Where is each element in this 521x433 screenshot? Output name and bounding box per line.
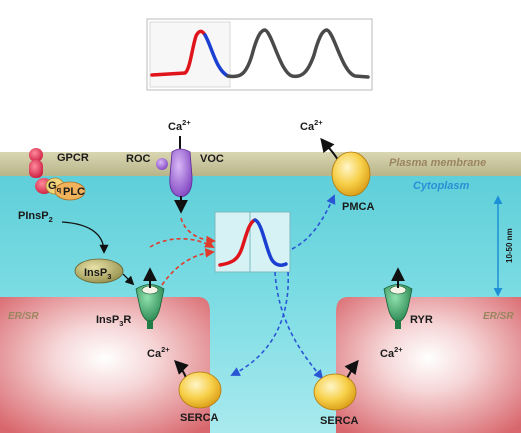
pump-icon bbox=[313, 373, 357, 411]
serca-right-uptake-arrow bbox=[274, 271, 324, 380]
ca-top-sup: 2+ bbox=[182, 118, 191, 127]
pmca-ca-exit-arrow bbox=[320, 137, 339, 161]
ca-top-label: Ca2+ bbox=[168, 118, 191, 133]
voc-label: VOC bbox=[200, 153, 224, 165]
ca-right-er-main: Ca bbox=[380, 348, 395, 360]
ca-right-sup: 2+ bbox=[314, 118, 323, 127]
insp3r-channel bbox=[135, 284, 165, 329]
ca-left-er-label: Ca2+ bbox=[147, 345, 170, 360]
insp3-label: InsP3 bbox=[84, 267, 111, 281]
gpcr-label: GPCR bbox=[57, 152, 89, 164]
plasma-membrane-label: Plasma membrane bbox=[389, 157, 486, 169]
pump-icon bbox=[331, 151, 371, 197]
pmca-efflux-arrow bbox=[291, 194, 336, 250]
er-release-flux-bottom bbox=[161, 248, 215, 286]
plasma-membrane-band bbox=[0, 152, 521, 176]
pmca-label: PMCA bbox=[342, 201, 374, 213]
microdomain-transient-panel bbox=[214, 211, 291, 273]
channel-stem bbox=[395, 320, 401, 329]
ca-top-main: Ca bbox=[168, 121, 183, 133]
cytoplasm-label: Cytoplasm bbox=[413, 180, 469, 192]
channel-icon bbox=[169, 148, 193, 198]
microdomain-rise bbox=[218, 218, 257, 267]
ryr-label: RYR bbox=[410, 314, 433, 326]
gq-label-main: G bbox=[48, 180, 57, 192]
er-sr-left-label: ER/SR bbox=[8, 311, 39, 322]
receptor-icon bbox=[29, 148, 43, 162]
gq-label: Gq bbox=[48, 180, 62, 194]
er-release-flux-top bbox=[149, 238, 215, 248]
oscillation-trace bbox=[226, 28, 370, 79]
pinsp2-to-insp3-arrow bbox=[61, 221, 109, 254]
gpcr-complex bbox=[29, 148, 86, 201]
ca-right-main: Ca bbox=[300, 121, 315, 133]
ca-right-er-sup: 2+ bbox=[394, 345, 403, 354]
gpcr-body bbox=[29, 160, 43, 178]
transient-fall-trace bbox=[203, 33, 230, 78]
distance-label: 10-50 nm bbox=[505, 228, 514, 263]
pinsp2-sub: 2 bbox=[49, 215, 53, 224]
insp3r-label: InsP3R bbox=[96, 314, 131, 328]
pinsp2-main: PInsP bbox=[18, 210, 49, 222]
gq-label-sub: q bbox=[57, 185, 62, 194]
insp3-sub: 3 bbox=[107, 272, 111, 281]
channel-stem bbox=[147, 320, 153, 329]
ca-right-label: Ca2+ bbox=[300, 118, 323, 133]
calcium-oscillation-panel bbox=[146, 18, 373, 91]
ca-right-er-label: Ca2+ bbox=[380, 345, 403, 360]
er-sr-right-label: ER/SR bbox=[483, 311, 514, 322]
serca-left-uptake-arrow bbox=[230, 271, 289, 376]
er-sr-right bbox=[336, 297, 521, 433]
plc-enzyme bbox=[54, 181, 86, 201]
voc-flux-arrow bbox=[180, 217, 216, 246]
insp3r-main: InsP bbox=[96, 314, 119, 326]
insp3r-tail: R bbox=[123, 314, 131, 326]
ca-left-er-main: Ca bbox=[147, 348, 162, 360]
insp3-main: InsP bbox=[84, 267, 107, 279]
pinsp2-label: PInsP2 bbox=[18, 210, 53, 224]
pump-icon bbox=[178, 371, 222, 409]
roc-channel bbox=[156, 158, 168, 170]
insp3-molecule bbox=[74, 258, 124, 284]
insp3-to-receptor-arrow bbox=[122, 273, 135, 286]
channel-icon bbox=[383, 284, 413, 323]
microdomain-fall bbox=[253, 218, 288, 267]
channel-icon bbox=[135, 284, 165, 323]
roc-label: ROC bbox=[126, 153, 151, 165]
plc-label: PLC bbox=[63, 186, 85, 198]
serca-right-label: SERCA bbox=[320, 415, 359, 427]
insp3r-sub: 3 bbox=[119, 319, 123, 328]
ca-left-er-sup: 2+ bbox=[161, 345, 170, 354]
er-sr-left bbox=[0, 297, 210, 433]
serca-left-label: SERCA bbox=[180, 412, 219, 424]
transient-rise-trace bbox=[150, 29, 207, 77]
